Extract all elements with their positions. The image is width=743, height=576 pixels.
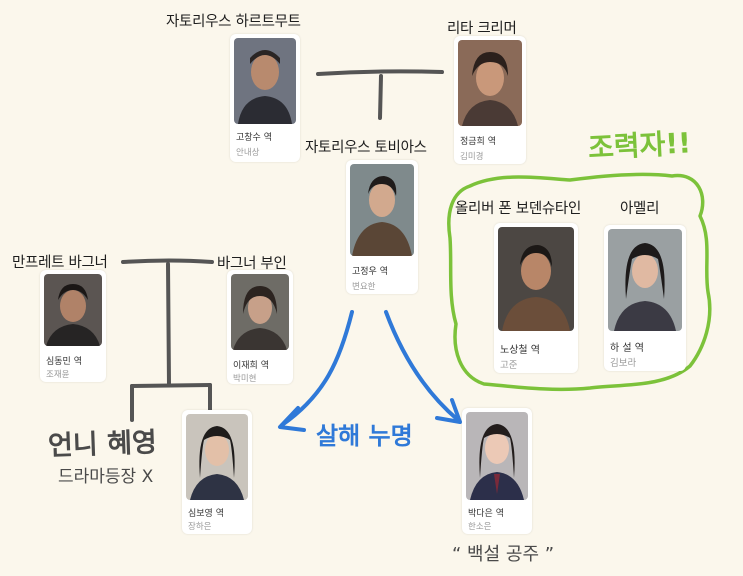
card-hartmut[interactable]: 고창수 역 안내상 xyxy=(230,34,300,162)
card-daeun[interactable]: 박다은 역 한소은 xyxy=(462,408,532,534)
actor-manfred: 조재윤 xyxy=(46,370,70,380)
photo-rita xyxy=(458,40,522,126)
name-amelie: 아멜리 xyxy=(620,201,660,217)
actor-wagner-wife: 박미현 xyxy=(233,374,257,384)
role-boyoung: 심보영 역 xyxy=(188,509,224,519)
card-rita[interactable]: 정금희 역 김미경 xyxy=(454,36,526,164)
role-manfred: 심동민 역 xyxy=(46,357,82,367)
label-not-in-drama: 드라마등장 X xyxy=(58,467,154,487)
actor-tobias: 변요한 xyxy=(352,282,376,292)
photo-amelie xyxy=(608,229,682,331)
marriage-line-manfred-wife xyxy=(121,258,214,264)
actor-amelie: 김보라 xyxy=(610,358,637,369)
label-murder-blame: 살해 누명 xyxy=(316,422,413,450)
card-amelie[interactable]: 하 설 역 김보라 xyxy=(604,225,686,371)
card-tobias[interactable]: 고정우 역 변요한 xyxy=(346,160,418,294)
name-oliver: 올리버 폰 보덴슈타인 xyxy=(455,201,581,217)
card-boyoung[interactable]: 심보영 역 장하은 xyxy=(182,410,252,534)
actor-daeun: 한소은 xyxy=(468,522,492,532)
name-tobias: 자토리우스 토비아스 xyxy=(305,140,427,156)
photo-oliver xyxy=(498,227,574,331)
child-line-tobias xyxy=(378,74,383,120)
card-oliver[interactable]: 노상철 역 고준 xyxy=(494,223,578,373)
role-oliver: 노상철 역 xyxy=(500,345,540,356)
actor-boyoung: 장하은 xyxy=(188,522,212,532)
child-bar-wagner xyxy=(130,383,212,388)
role-wagner-wife: 이재희 역 xyxy=(233,361,269,371)
actor-oliver: 고준 xyxy=(500,360,518,371)
actor-hartmut: 안내상 xyxy=(236,148,260,158)
name-manfred: 만프레트 바그너 xyxy=(12,255,108,271)
blame-arrow-right-head xyxy=(435,398,462,424)
blame-arrow-right xyxy=(384,310,460,422)
blame-arrow-left-head xyxy=(278,406,306,432)
name-hartmut: 자토리우스 하르트무트 xyxy=(166,14,301,30)
helpers-cloud xyxy=(447,172,712,392)
name-rita: 리타 크리머 xyxy=(447,21,517,37)
role-daeun: 박다은 역 xyxy=(468,509,504,519)
blame-arrow-left xyxy=(280,310,354,427)
label-helpers: 조력자!! xyxy=(587,126,692,165)
photo-hartmut xyxy=(234,38,296,124)
label-sister: 언니 혜영 xyxy=(47,427,158,462)
marriage-line-hartmut-rita xyxy=(316,69,444,76)
card-wagner-wife[interactable]: 이재희 역 박미현 xyxy=(227,270,293,384)
name-wagner-wife: 바그너 부인 xyxy=(217,256,287,272)
photo-manfred xyxy=(44,274,102,346)
photo-boyoung xyxy=(186,414,248,500)
role-tobias: 고정우 역 xyxy=(352,267,388,277)
role-hartmut: 고창수 역 xyxy=(236,133,272,143)
photo-daeun xyxy=(466,412,528,500)
photo-tobias xyxy=(350,164,414,256)
role-amelie: 하 설 역 xyxy=(610,343,644,354)
role-rita: 정금희 역 xyxy=(460,137,496,147)
actor-rita: 김미경 xyxy=(460,152,484,162)
child-stem-wagner xyxy=(166,262,171,387)
label-snow-white: “ 백설 공주 ” xyxy=(452,544,555,565)
photo-wagner-wife xyxy=(231,274,289,350)
card-manfred[interactable]: 심동민 역 조재윤 xyxy=(40,270,106,382)
